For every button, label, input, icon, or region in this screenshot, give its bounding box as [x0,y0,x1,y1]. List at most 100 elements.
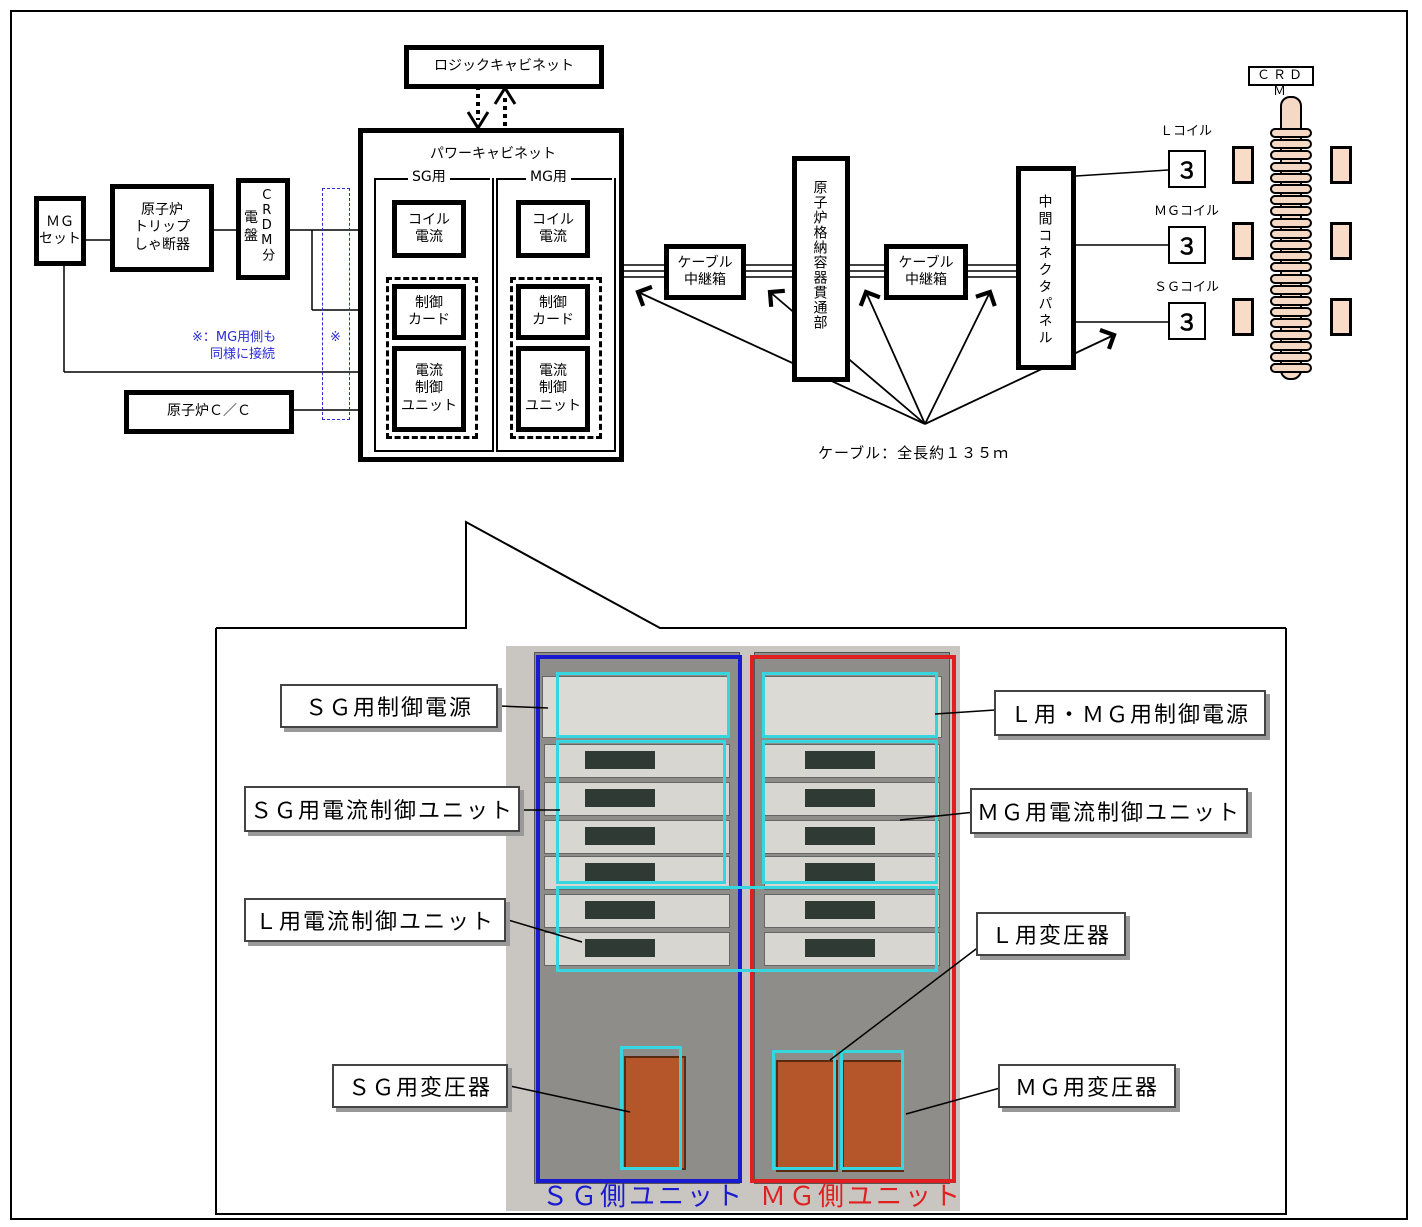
rack-module [805,751,875,769]
mg-power-highlight [762,672,938,738]
rack-unit [544,782,730,816]
rack-module [585,789,655,807]
mg-coil-right [1330,222,1352,260]
note-line-1: ※：MG用側も [192,330,277,345]
mg-side-frame [750,655,956,1183]
sg-side-frame [536,655,742,1183]
note-mark: ※ [330,330,341,345]
sg-ctrl-power-callout: ＳＧ用制御電源 [280,684,498,728]
note-line-2: 同様に接続 [210,347,276,362]
rack-unit [544,744,730,778]
sg-coil-label: ＳＧコイル [1154,280,1220,295]
sg-transformer-callout: ＳＧ用変圧器 [332,1064,508,1108]
cable-relay-box-1: ケーブル 中継箱 [664,244,746,300]
rack-unit [764,894,940,928]
rack-unit [544,894,730,928]
crdm-latch-pin [1270,217,1312,228]
l-current-unit-highlight [556,886,938,972]
rack-unit [764,820,940,854]
mg-section-label: MG用 [526,169,571,187]
sg-section-frame [374,178,494,452]
mg-transformer-core-2 [842,1060,904,1172]
rack-module [585,901,655,919]
mg-transformer-highlight-1 [772,1050,836,1170]
logic-cabinet-box: ロジックキャビネット [404,45,604,89]
control-card-mg: 制御 カード [516,284,590,340]
crdm-panel-label-b: CRDM分 [259,188,275,261]
mg-dashed-group [510,277,602,439]
l-coil-label: Ｌコイル [1160,124,1213,139]
sg-section-label: SG用 [408,169,450,187]
mg-side-unit-label: ＭＧ側ユニット [760,1182,964,1212]
l-mg-ctrl-power-callout: Ｌ用・ＭＧ用制御電源 [994,690,1266,736]
crdm-latch-pin [1270,172,1312,183]
rack-module [585,863,655,881]
crdm-latch-pin [1270,307,1312,318]
crdm-latch-pin [1270,150,1312,161]
reactor-cc-box: 原子炉Ｃ／Ｃ [124,390,294,434]
mg-current-unit-callout: ＭＧ用電流制御ユニット [970,788,1248,834]
mg-section-frame [496,178,616,452]
crdm-latch-pin [1270,262,1312,273]
mg-transformer-highlight-2 [840,1050,904,1170]
power-cabinet-label: パワーキャビネット [430,146,556,162]
crdm-latch-pin [1270,329,1312,340]
rack-unit [764,932,940,966]
l-current-unit-callout: Ｌ用電流制御ユニット [244,898,506,942]
rack-module [805,789,875,807]
rack-unit [764,744,940,778]
rack-module [805,939,875,957]
crdm-latch-pin [1270,296,1312,306]
crdm-latch-pin [1270,352,1312,362]
crdm-panel-label-a: 電 盤 [244,210,258,244]
crdm-latch-pin [1270,128,1312,138]
cable-length-label: ケーブル：全長約１３５ｍ [818,444,1010,462]
rack-module [805,863,875,881]
mg-transformer-callout: ＭＧ用変圧器 [998,1064,1176,1108]
crdm-latch-pin [1270,139,1312,150]
sg-current-unit-callout: ＳＧ用電流制御ユニット [244,786,520,832]
crdm-latch-pin [1270,363,1312,374]
rack-module [585,827,655,845]
l-transformer-callout: Ｌ用変圧器 [976,912,1126,956]
crdm-latch-pin [1270,206,1312,217]
sg-side-unit-label: ＳＧ側ユニット [542,1182,746,1212]
sg-transformer-highlight [620,1046,682,1170]
coil-current-mg: コイル 電流 [516,200,590,258]
sg-power-panel [542,676,730,738]
crdm-latch-pin [1270,161,1312,172]
sg-current-unit-highlight [556,740,726,884]
figure-frame [10,10,1408,1220]
penetration-label: 原子炉格納容器貫通部 [811,180,828,330]
current-ctrl-unit-sg: 電流 制御 ユニット [392,346,466,432]
current-ctrl-unit-mg: 電流 制御 ユニット [516,346,590,432]
crdm-latch-pin [1270,340,1312,351]
control-card-sg: 制御 カード [392,284,466,340]
rack-unit [544,856,730,890]
rack-unit [764,782,940,816]
rack-unit [544,932,730,966]
sg-coil-left [1232,298,1254,336]
l-coil-left [1232,146,1254,184]
rack-module [805,901,875,919]
crdm-latch-pin [1270,184,1312,194]
crdm-latch-pin [1270,240,1312,250]
sg-power-highlight [556,672,730,738]
penetration-box [792,156,850,382]
crdm-latch-pin [1270,273,1312,284]
rack-module [585,939,655,957]
crdm-latch-pin [1270,195,1312,206]
rack-module [805,827,875,845]
trip-breaker-box: 原子炉 トリップ しゃ断器 [110,184,214,272]
mg-current-unit-highlight [762,740,938,884]
rack-module [585,751,655,769]
rack-unit [544,820,730,854]
intermediate-connector-box [1016,166,1076,370]
mg-coil-label: ＭＧコイル [1154,204,1220,219]
rack-unit [764,856,940,890]
note-dashed-box [322,188,350,420]
mg-set-box: ＭＧ セット [34,196,86,266]
crdm-panel-box [236,178,290,280]
